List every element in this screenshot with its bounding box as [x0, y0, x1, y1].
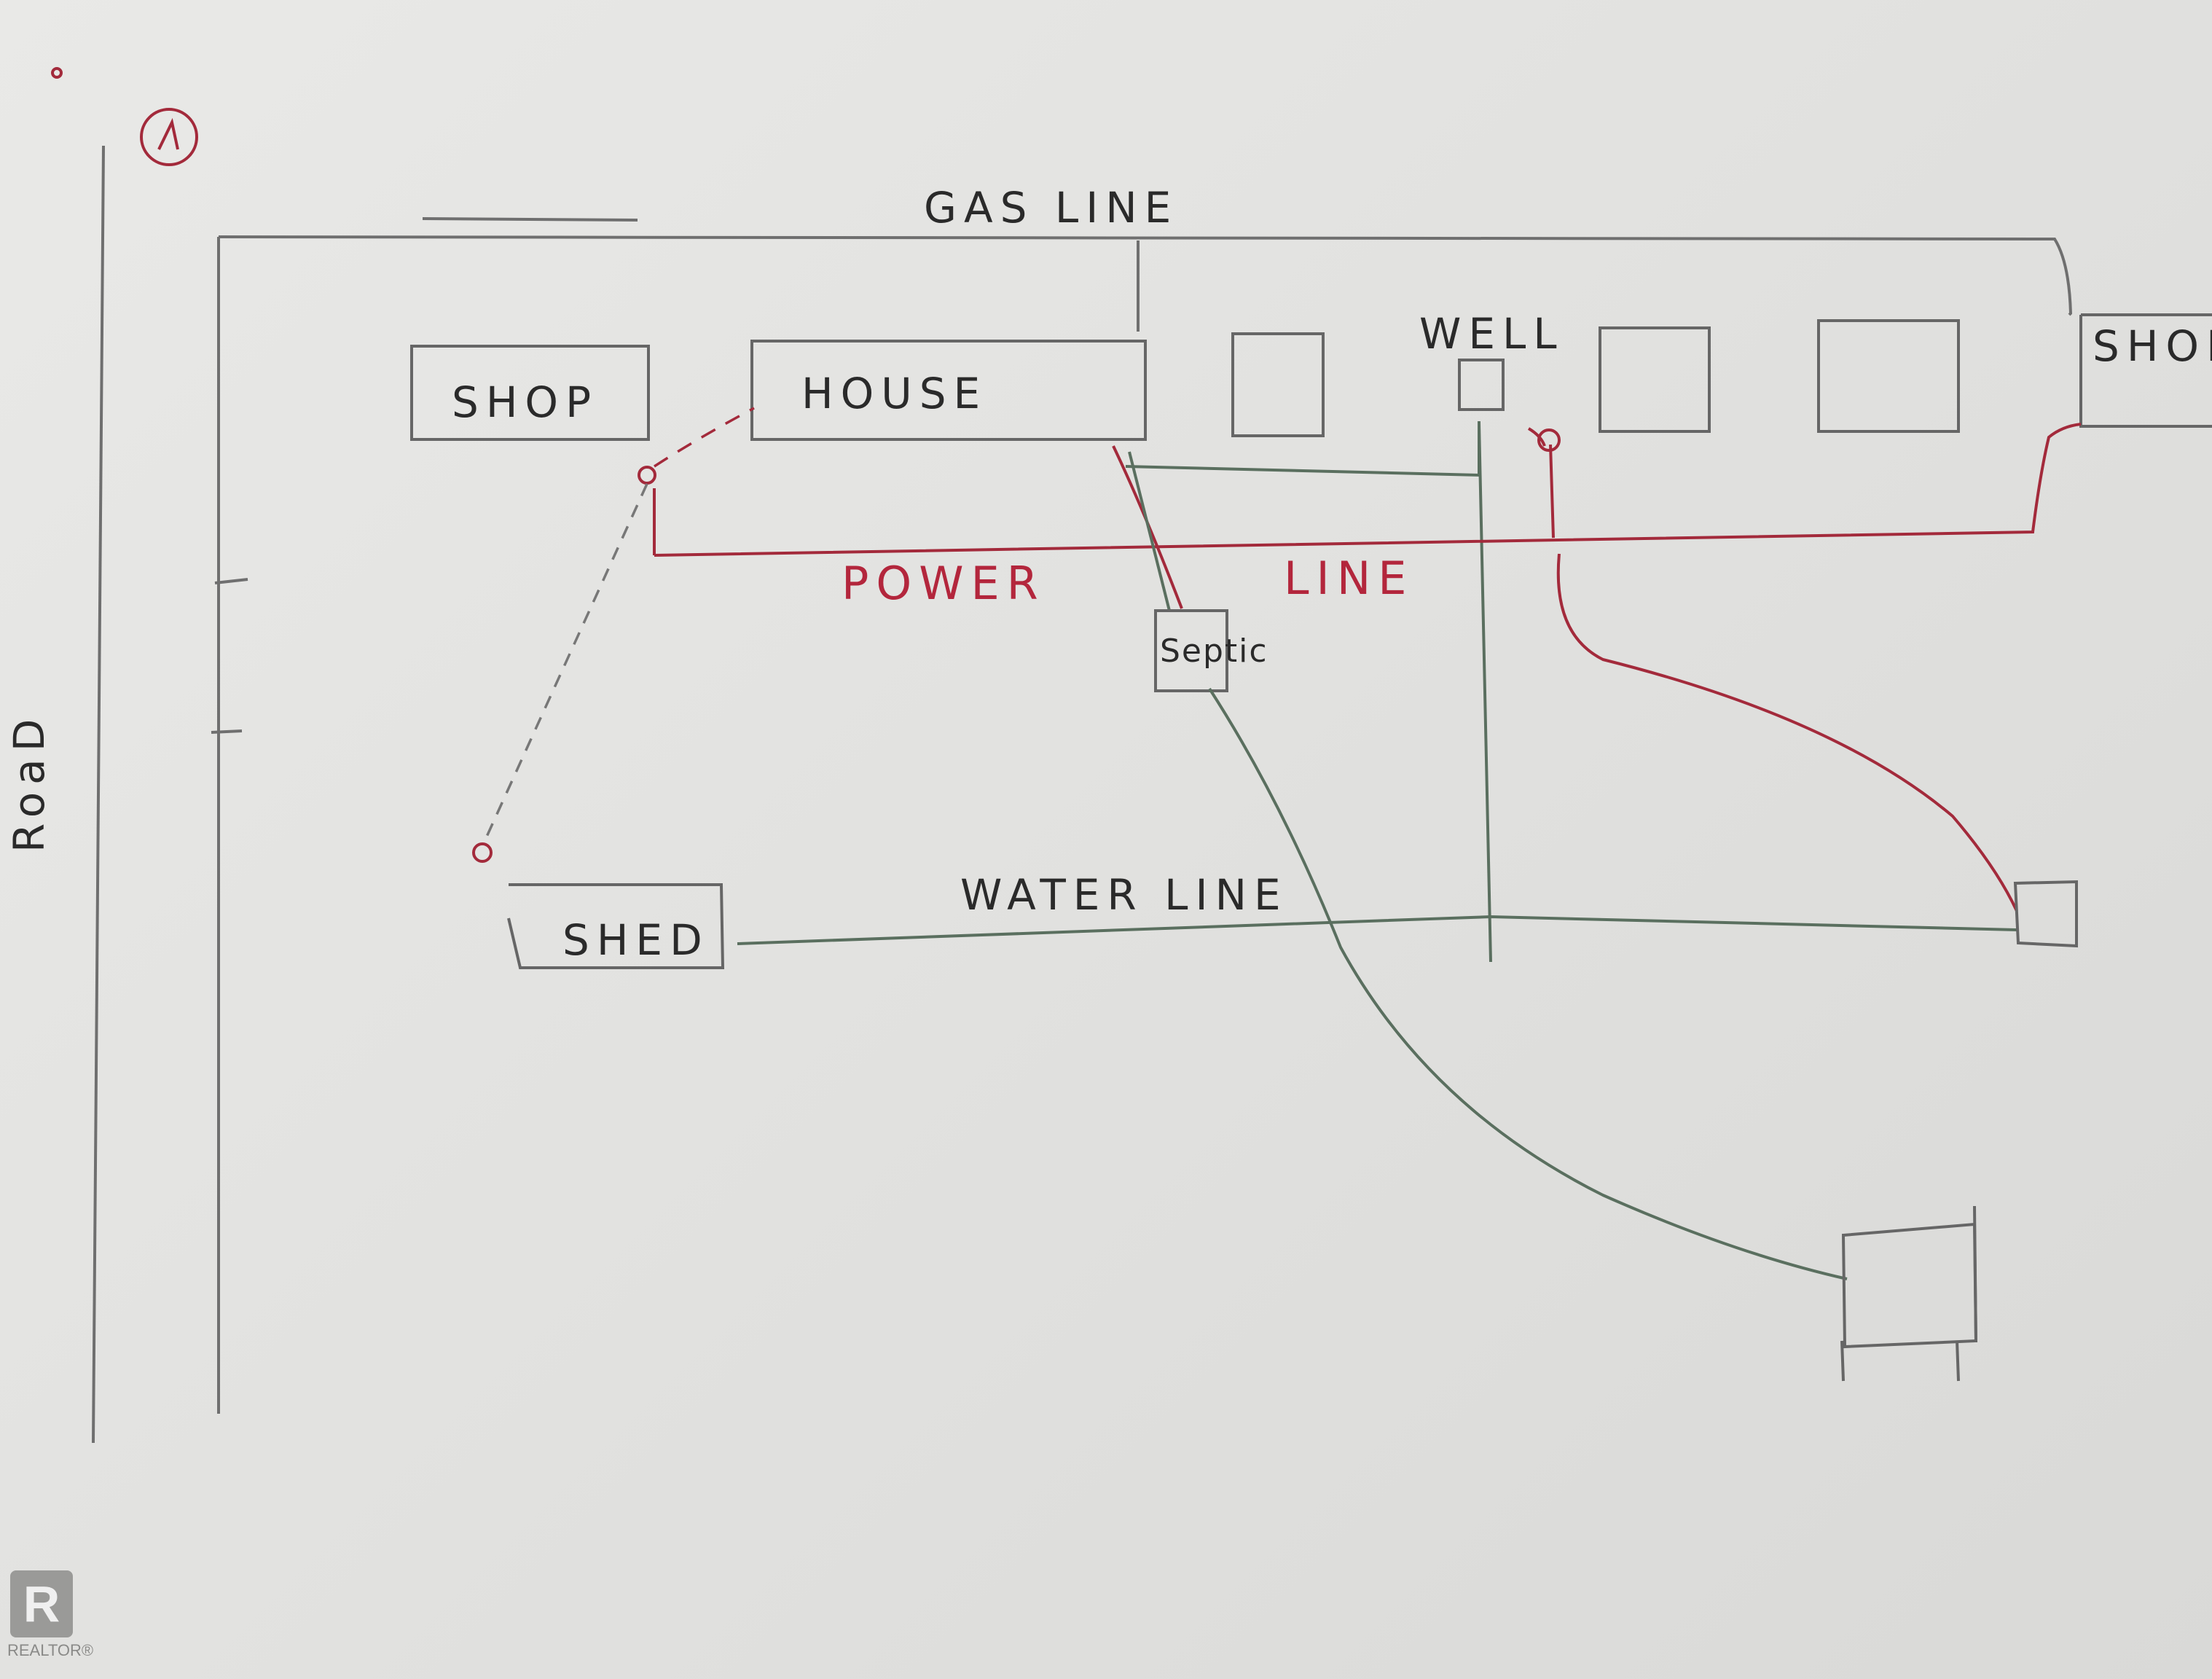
power-hook [1527, 427, 1546, 447]
septic-field-post [1840, 1340, 1845, 1382]
water-line-vertical [1478, 422, 1492, 963]
road-line [92, 145, 105, 1444]
pump-box [2013, 880, 2078, 948]
septic-field-box [1841, 1222, 1978, 1349]
shop-right-label: SHOP [2093, 321, 2212, 371]
septic-label: Septic [1160, 633, 1268, 670]
power-pole-icon [638, 466, 656, 485]
power-line [654, 423, 2082, 557]
sewer-line-house-septic [1128, 451, 1171, 611]
shed-label: SHED [562, 915, 710, 965]
power-line-to-pump [1556, 553, 2018, 912]
power-dash-shop-house [654, 407, 755, 468]
road-tick [211, 729, 243, 734]
shop-left-building [410, 345, 650, 441]
septic-field-post [1956, 1340, 1960, 1382]
water-connection-house-well [1125, 421, 1480, 477]
shed-building [507, 883, 725, 969]
outbuilding-3 [1817, 319, 1960, 433]
outbuilding-1 [1231, 332, 1325, 437]
power-drop-well [1549, 444, 1555, 539]
shop-right-building [2079, 313, 2212, 428]
power-pole-icon [1537, 428, 1561, 452]
power-pole-icon [472, 842, 493, 863]
septic-field-line [1208, 687, 1848, 1280]
gas-line-label: GAS LINE [924, 183, 1178, 232]
water-line-label: WATER LINE [960, 870, 1288, 920]
road-label: RoaD [4, 712, 54, 853]
shop-left-label: SHOP [452, 377, 598, 427]
water-line [737, 915, 2017, 945]
realtor-watermark-text: REALTOR® [7, 1641, 94, 1659]
gas-line-stub [422, 217, 638, 222]
well-structure [1458, 359, 1505, 411]
house-label: HOUSE [801, 369, 987, 418]
north-marker-icon [140, 108, 198, 166]
outbuilding-2 [1599, 326, 1711, 433]
road-tick [214, 578, 248, 584]
corner-dot-icon [51, 67, 63, 79]
power-label: POWER [842, 557, 1046, 610]
line-label: LINE [1284, 552, 1413, 605]
house-building [750, 340, 1147, 441]
septic-tank [1154, 609, 1228, 692]
well-label: WELL [1419, 309, 1564, 359]
septic-field-post [1973, 1205, 1977, 1343]
realtor-logo-icon: R [10, 1570, 73, 1637]
gas-line [218, 235, 2073, 316]
dash-to-shed [485, 483, 648, 837]
